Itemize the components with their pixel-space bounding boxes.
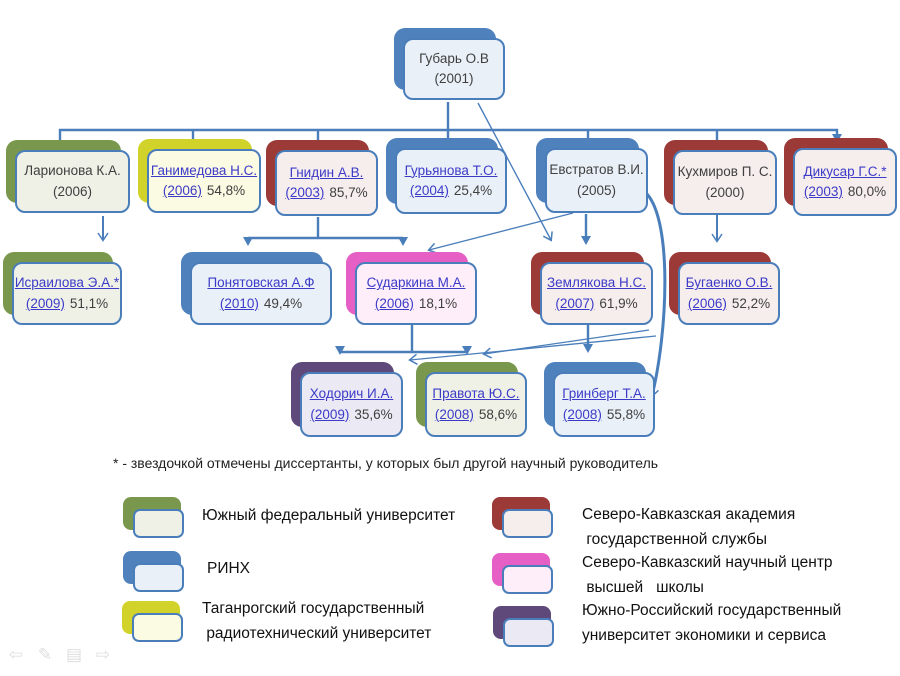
node-name-link[interactable]: Ходорич И.А. xyxy=(309,386,394,402)
node-year-link[interactable]: (2006) xyxy=(162,183,202,198)
node-year-link[interactable]: (2010) xyxy=(219,295,259,311)
node-name-link[interactable]: Сударкина М.А. xyxy=(366,275,466,291)
org-node-bugaenko: Бугаенко О.В. (2006)52,2% xyxy=(669,252,780,325)
node-name-link[interactable]: Дикусар Г.С.* xyxy=(803,163,887,179)
node-percent: 54,8% xyxy=(206,183,246,198)
node-year-link[interactable]: (2004) xyxy=(409,183,449,198)
node-name-link[interactable]: Понятовская А.Ф xyxy=(207,275,315,291)
node-name-link[interactable]: Правота Ю.С. xyxy=(432,386,520,402)
org-node-kukhmirov: Кухмиров П. С. (2000) xyxy=(664,140,777,215)
legend-swatch-yurgues xyxy=(493,606,557,652)
node-name-link[interactable]: Гурьянова Т.О. xyxy=(404,162,498,178)
node-year: (2000) xyxy=(705,184,745,200)
node-year-link[interactable]: (2007) xyxy=(555,295,595,311)
node-year: (2006) xyxy=(52,183,93,199)
node-name-link[interactable]: Бугаенко О.В. xyxy=(685,275,773,291)
legend-label-rinh: РИНХ xyxy=(207,560,251,577)
node-percent: 18,1% xyxy=(418,295,458,311)
org-node-pravota: Правота Ю.С. (2008)58,6% xyxy=(416,362,527,437)
org-node-grinberg: Гринберг Т.А. (2008)55,8% xyxy=(544,362,655,437)
legend-swatch-tgru xyxy=(122,601,186,647)
node-year-link[interactable]: (2003) xyxy=(285,185,325,200)
node-year-link[interactable]: (2009) xyxy=(25,295,65,311)
node-name-link[interactable]: Исраилова Э.А.* xyxy=(14,275,120,291)
legend-swatch-yufu xyxy=(123,497,187,543)
slide-menu-button[interactable]: ▤ xyxy=(65,645,83,664)
org-node-dikusar: Дикусар Г.С.* (2003) 80,0% xyxy=(784,138,897,216)
asterisk-note: * - звездочкой отмечены диссертанты, у к… xyxy=(113,455,659,471)
org-node-guryanova: Гурьянова Т.О. (2004) 25,4% xyxy=(386,138,507,214)
node-percent: 55,8% xyxy=(606,406,646,422)
org-node-sudarkina: Сударкина М.А. (2006)18,1% xyxy=(346,252,477,325)
node-percent: 25,4% xyxy=(453,183,493,198)
node-name-link[interactable]: Ганимедова Н.С. xyxy=(150,162,258,178)
legend-label-tgru: Таганрогский государственный радиотехнич… xyxy=(202,600,432,642)
org-node-ponyatovskaya: Понятовская А.Ф (2010)49,4% xyxy=(181,252,332,325)
legend-label-yufu: Южный федеральный университет xyxy=(202,507,456,524)
node-percent: 80,0% xyxy=(847,184,887,199)
node-year-link[interactable]: (2006) xyxy=(374,295,414,311)
org-node-gubar: Губарь О.В (2001) xyxy=(394,28,505,100)
node-percent: 61,9% xyxy=(599,295,638,311)
legend-label-skags: Северо-Кавказская академия государственн… xyxy=(582,506,796,548)
node-name: Губарь О.В xyxy=(419,50,489,66)
node-percent: 58,6% xyxy=(478,406,518,422)
legend-swatch-rinh xyxy=(123,551,187,597)
org-node-larionova: Ларионова К.А. (2006) xyxy=(6,140,130,213)
next-slide-button[interactable]: ⇨ xyxy=(95,645,111,664)
legend-swatch-sknc xyxy=(492,553,556,599)
node-year-link[interactable]: (2009) xyxy=(310,406,350,422)
node-year: (2001) xyxy=(434,71,474,86)
node-year-link[interactable]: (2006) xyxy=(687,295,727,311)
org-node-israilova: Исраилова Э.А.* (2009)51,1% xyxy=(3,252,122,325)
org-node-ganimedova: Ганимедова Н.С. (2006) 54,8% xyxy=(138,139,261,213)
node-name: Кухмиров П. С. xyxy=(677,164,773,180)
node-year-link[interactable]: (2008) xyxy=(434,406,474,422)
node-percent: 35,6% xyxy=(354,406,393,422)
org-node-gnidin: Гнидин А.В. (2003) 85,7% xyxy=(266,140,378,216)
node-name-link[interactable]: Гринберг Т.А. xyxy=(562,386,646,402)
node-name-link[interactable]: Гнидин А.В. xyxy=(289,164,364,180)
node-name: Евстратов В.И. xyxy=(549,162,644,178)
previous-slide-button[interactable]: ⇦ xyxy=(8,645,24,664)
node-percent: 52,2% xyxy=(731,295,771,311)
pen-tool-button[interactable]: ✎ xyxy=(37,645,53,664)
legend-label-sknc: Северо-Кавказский научный центр высшей ш… xyxy=(582,554,833,596)
org-node-zemlyakova: Землякова Н.С. (2007)61,9% xyxy=(531,252,653,325)
node-name: Ларионова К.А. xyxy=(24,163,121,179)
node-year-link[interactable]: (2008) xyxy=(562,406,602,422)
node-name-link[interactable]: Землякова Н.С. xyxy=(547,275,646,291)
node-percent: 51,1% xyxy=(69,295,109,311)
node-percent: 85,7% xyxy=(329,185,368,200)
org-node-khodorich: Ходорич И.А. (2009)35,6% xyxy=(291,362,403,437)
legend-swatch-skags xyxy=(492,497,556,543)
presenter-controls: ⇦ ✎ ▤ ⇨ xyxy=(6,645,113,665)
node-year-link[interactable]: (2003) xyxy=(803,184,843,199)
org-node-evstratov: Евстратов В.И. (2005) xyxy=(536,138,648,213)
node-year: (2005) xyxy=(576,182,617,198)
node-percent: 49,4% xyxy=(263,295,303,311)
